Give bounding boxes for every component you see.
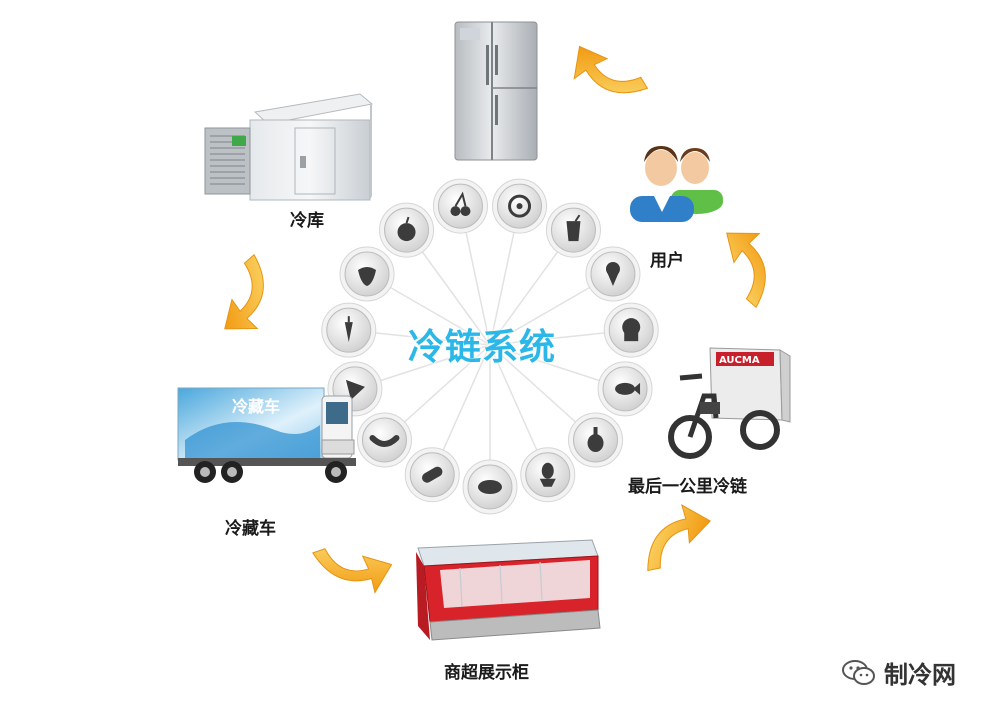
- wechat-icon: [842, 659, 875, 685]
- arrow-storage-to-truck: [224, 253, 264, 330]
- fish-icon: [597, 361, 653, 417]
- cold-chain-tricycle-image: AUCMA: [668, 347, 791, 459]
- arrow-tricycle-to-user: [726, 232, 766, 309]
- arrow-truck-to-freezer: [312, 548, 393, 594]
- arrow-freezer-to-tricycle: [647, 503, 712, 572]
- watermark-text: 制冷网: [884, 661, 956, 689]
- label-last-mile: 最后一公里冷链: [628, 477, 747, 497]
- tricycle-brand-text: AUCMA: [719, 355, 760, 366]
- label-cold-storage: 冷库: [290, 211, 324, 231]
- food-icon-ring: [321, 178, 659, 515]
- pill-icon: [404, 447, 460, 503]
- ice-cream-icon: [585, 246, 641, 302]
- cold-storage-image: [204, 93, 374, 201]
- strawberry-icon: [339, 246, 395, 302]
- drink-icon: [545, 202, 601, 258]
- cherry-icon: [432, 178, 488, 234]
- egg-icon: [520, 447, 576, 503]
- arrow-user-to-fridge: [573, 45, 649, 94]
- flow-arrows: [224, 45, 766, 594]
- carrot-icon: [321, 302, 377, 358]
- apple-icon: [379, 202, 435, 258]
- ham-icon: [568, 412, 624, 468]
- label-user: 用户: [650, 251, 684, 271]
- bread-icon: [462, 459, 518, 515]
- users-image: [630, 146, 723, 222]
- watermark: 制冷网: [842, 655, 956, 690]
- supermarket-freezer-image: [416, 539, 601, 641]
- sausage-icon: [356, 412, 412, 468]
- label-refrigerated-truck: 冷藏车: [225, 519, 276, 539]
- label-supermarket: 商超展示柜: [444, 663, 529, 683]
- turbine-icon: [492, 178, 548, 234]
- center-title: 冷链系统: [408, 327, 557, 368]
- truck-logo-text: 冷藏车: [232, 397, 280, 416]
- muffin-icon: [603, 302, 659, 358]
- refrigerator-image: [454, 21, 538, 161]
- refrigerated-truck-image: 冷藏车: [177, 387, 356, 483]
